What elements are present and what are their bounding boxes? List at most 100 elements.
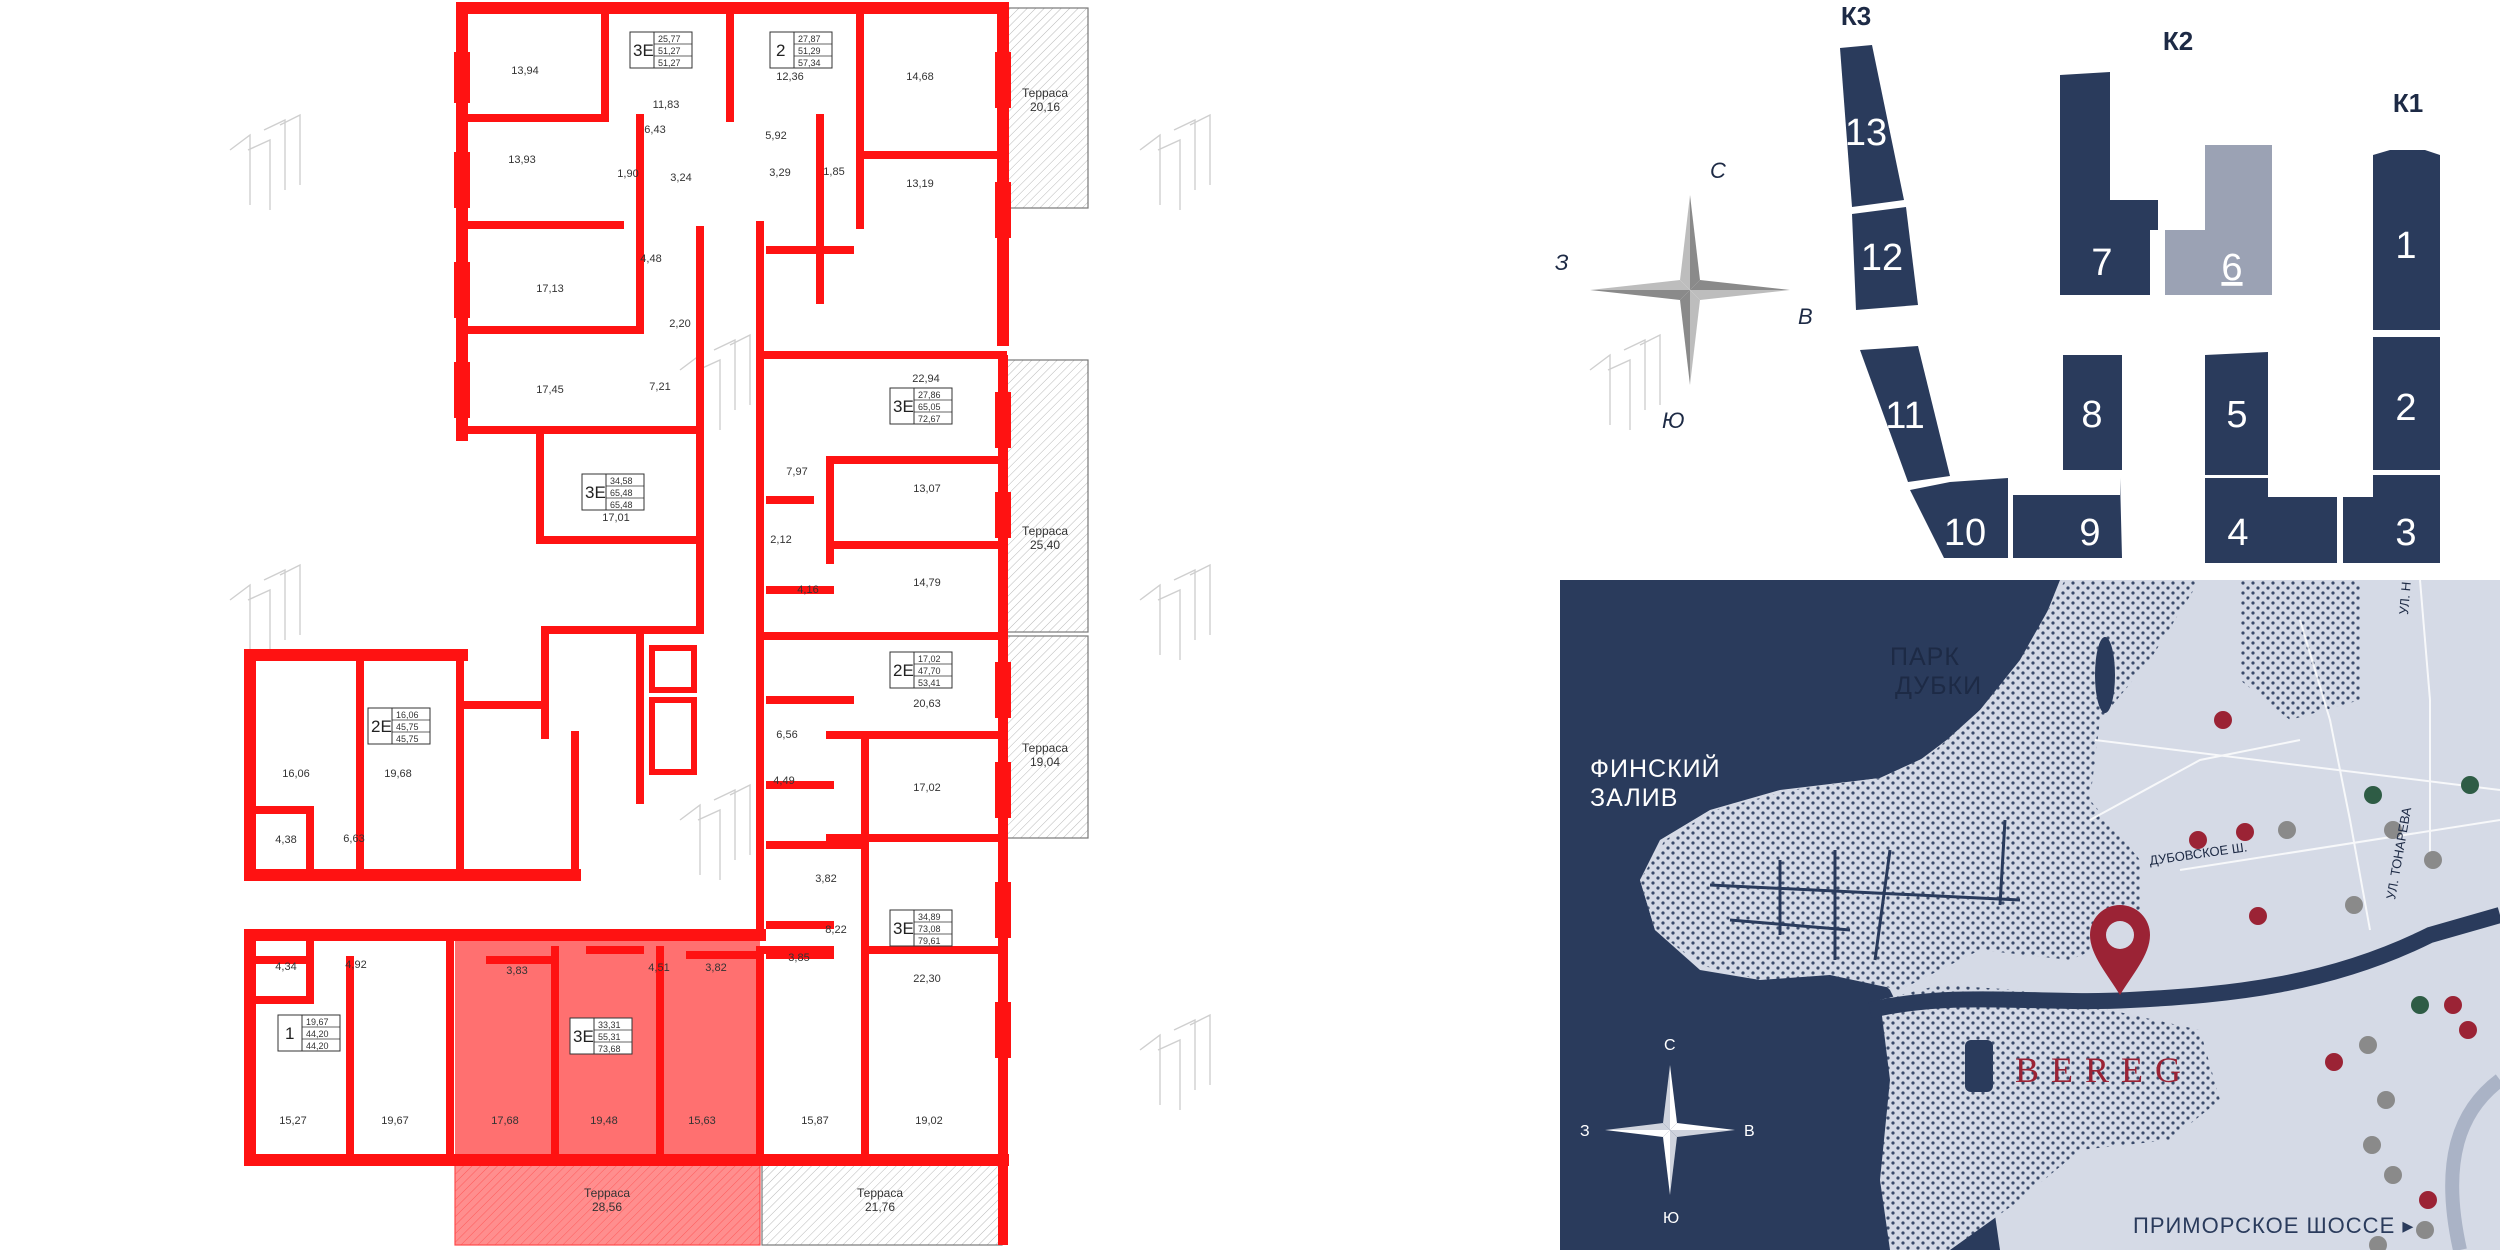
total-area: 65,05 bbox=[918, 402, 941, 412]
apartment-badge[interactable]: 3Е 25,77 51,27 51,27 bbox=[629, 31, 693, 69]
terrace-label: Терраса bbox=[1022, 524, 1068, 538]
map-river bbox=[1868, 907, 2500, 1018]
poi-dot bbox=[2364, 786, 2382, 804]
apartment-type: 3Е bbox=[893, 919, 914, 938]
park-label-line1: ПАРК bbox=[1890, 643, 1960, 671]
building-5[interactable]: 5 bbox=[2205, 352, 2268, 475]
room-area: 15,27 bbox=[279, 1115, 307, 1127]
terraces bbox=[454, 7, 1089, 1246]
poi-dot bbox=[2369, 1236, 2387, 1250]
building-8[interactable]: 8 bbox=[2063, 355, 2122, 470]
room-area: 4,92 bbox=[345, 959, 366, 971]
map-river-branch bbox=[2445, 1074, 2500, 1250]
highway-label: ПРИМОРСКОЕ ШОССЕ ▸ bbox=[2133, 1213, 2414, 1238]
building-number: 6 bbox=[2221, 247, 2242, 289]
living-area: 19,67 bbox=[306, 1017, 329, 1027]
total-area: 73,08 bbox=[918, 924, 941, 934]
building-2[interactable]: 2 bbox=[2373, 337, 2440, 470]
poi-dot bbox=[2363, 1136, 2381, 1154]
watermark-logo bbox=[229, 113, 301, 210]
apartment-type: 2Е bbox=[893, 661, 914, 680]
poi-dot bbox=[2236, 823, 2254, 841]
terrace-lower-right[interactable] bbox=[1002, 635, 1089, 839]
building-13[interactable]: 13 bbox=[1840, 45, 1904, 207]
terrace-bottom[interactable] bbox=[761, 1159, 1003, 1246]
map-compass-west: З bbox=[1580, 1123, 1590, 1140]
location-pin-icon[interactable] bbox=[2090, 905, 2150, 995]
room-area: 13,93 bbox=[508, 154, 536, 166]
room-area: 6,63 bbox=[343, 833, 364, 845]
apartment-badge[interactable]: 2 27,87 51,29 57,34 bbox=[769, 31, 833, 69]
room-area: 19,48 bbox=[590, 1115, 618, 1127]
total-area: 45,75 bbox=[396, 722, 419, 732]
poi-dot bbox=[2416, 1221, 2434, 1239]
poi-dot bbox=[2377, 1091, 2395, 1109]
apartment-badge[interactable]: 2Е 16,06 45,75 45,75 bbox=[367, 707, 431, 745]
apartment-badge[interactable]: 3Е 27,86 65,05 72,67 bbox=[889, 387, 953, 425]
apartment-badge[interactable]: 2Е 17,02 47,70 53,41 bbox=[889, 651, 953, 689]
building-9[interactable]: 9 bbox=[2013, 478, 2122, 558]
full-area: 73,68 bbox=[598, 1044, 621, 1054]
room-area: 1,90 bbox=[617, 168, 638, 180]
total-area: 51,27 bbox=[658, 46, 681, 56]
terrace-area: 20,16 bbox=[1030, 100, 1060, 114]
poi-dot bbox=[2345, 896, 2363, 914]
apartment-badge[interactable]: 3Е 34,58 65,48 65,48 bbox=[581, 473, 645, 511]
map-compass: С Ю З В bbox=[1580, 1037, 1755, 1227]
room-labels: 13,94 11,83 12,36 14,68 6,43 5,92 13,93 … bbox=[275, 65, 942, 1127]
apartment-type: 3Е bbox=[633, 41, 654, 60]
apartment-badge[interactable]: 3Е 34,89 73,08 79,61 bbox=[889, 909, 953, 947]
gulf-label-line2: ЗАЛИВ bbox=[1590, 784, 1678, 812]
room-area: 17,13 bbox=[536, 283, 564, 295]
terrace-top-right[interactable] bbox=[1002, 7, 1089, 209]
building-10[interactable]: 10 bbox=[1910, 478, 2008, 558]
compass-rose: С Ю З В bbox=[1555, 158, 1813, 433]
building-3[interactable]: 3 bbox=[2343, 475, 2440, 563]
apartment-badges: 3Е 25,77 51,27 51,27 2 27,87 51,29 57,34… bbox=[277, 31, 953, 1055]
full-area: 57,34 bbox=[798, 58, 821, 68]
living-area: 34,58 bbox=[610, 476, 633, 486]
map-compass-north: С bbox=[1664, 1037, 1676, 1054]
map-park-east bbox=[2240, 580, 2360, 720]
room-area: 15,63 bbox=[688, 1115, 716, 1127]
compass-west: З bbox=[1555, 250, 1569, 275]
poi-dot bbox=[2359, 1036, 2377, 1054]
room-area: 17,02 bbox=[913, 782, 941, 794]
building-number: 9 bbox=[2079, 512, 2100, 554]
building-6[interactable]: 6 bbox=[2165, 145, 2272, 295]
building-12[interactable]: 12 bbox=[1852, 207, 1918, 310]
room-area: 17,01 bbox=[602, 512, 630, 524]
room-area: 3,85 bbox=[788, 952, 809, 964]
walls bbox=[244, 2, 1011, 1245]
terrace-area: 28,56 bbox=[592, 1200, 622, 1214]
room-area: 16,06 bbox=[282, 768, 310, 780]
watermarks bbox=[229, 113, 1661, 1110]
room-area: 19,02 bbox=[915, 1115, 943, 1127]
living-area: 17,02 bbox=[918, 654, 941, 664]
total-area: 44,20 bbox=[306, 1029, 329, 1039]
poi-dot bbox=[2461, 776, 2479, 794]
terrace-label: Терраса bbox=[1022, 86, 1068, 100]
building-1[interactable]: 1 bbox=[2373, 150, 2440, 330]
map-compass-south: Ю bbox=[1663, 1210, 1679, 1227]
street-other: УЛ. Н bbox=[2396, 581, 2414, 615]
room-area: 2,12 bbox=[770, 534, 791, 546]
map-compass-east: В bbox=[1744, 1123, 1755, 1140]
terrace-selected[interactable] bbox=[454, 1159, 761, 1246]
watermark-logo bbox=[1139, 563, 1211, 660]
terrace-labels: Терраса 20,16 Терраса 25,40 Терраса 19,0… bbox=[584, 86, 1068, 1214]
apartment-type: 3Е bbox=[573, 1027, 594, 1046]
apartment-badge-selected[interactable]: 3Е 33,31 55,31 73,68 bbox=[569, 1017, 633, 1055]
building-number: 13 bbox=[1845, 112, 1887, 154]
building-7[interactable]: 7 bbox=[2060, 72, 2158, 295]
apartment-badge[interactable]: 1 19,67 44,20 44,20 bbox=[277, 1014, 341, 1052]
room-area: 20,63 bbox=[913, 698, 941, 710]
terrace-mid-right[interactable] bbox=[1002, 359, 1089, 633]
location-map: ПАРК ДУБКИ ФИНСКИЙ ЗАЛИВ ДУБОВСКОЕ Ш. УЛ… bbox=[1560, 580, 2500, 1250]
building-4[interactable]: 4 bbox=[2205, 478, 2337, 563]
building-11[interactable]: 11 bbox=[1860, 346, 1950, 482]
living-area: 25,77 bbox=[658, 34, 681, 44]
room-area: 4,49 bbox=[773, 775, 794, 787]
map-park-paths bbox=[1709, 819, 2021, 961]
terrace-label: Терраса bbox=[857, 1186, 903, 1200]
